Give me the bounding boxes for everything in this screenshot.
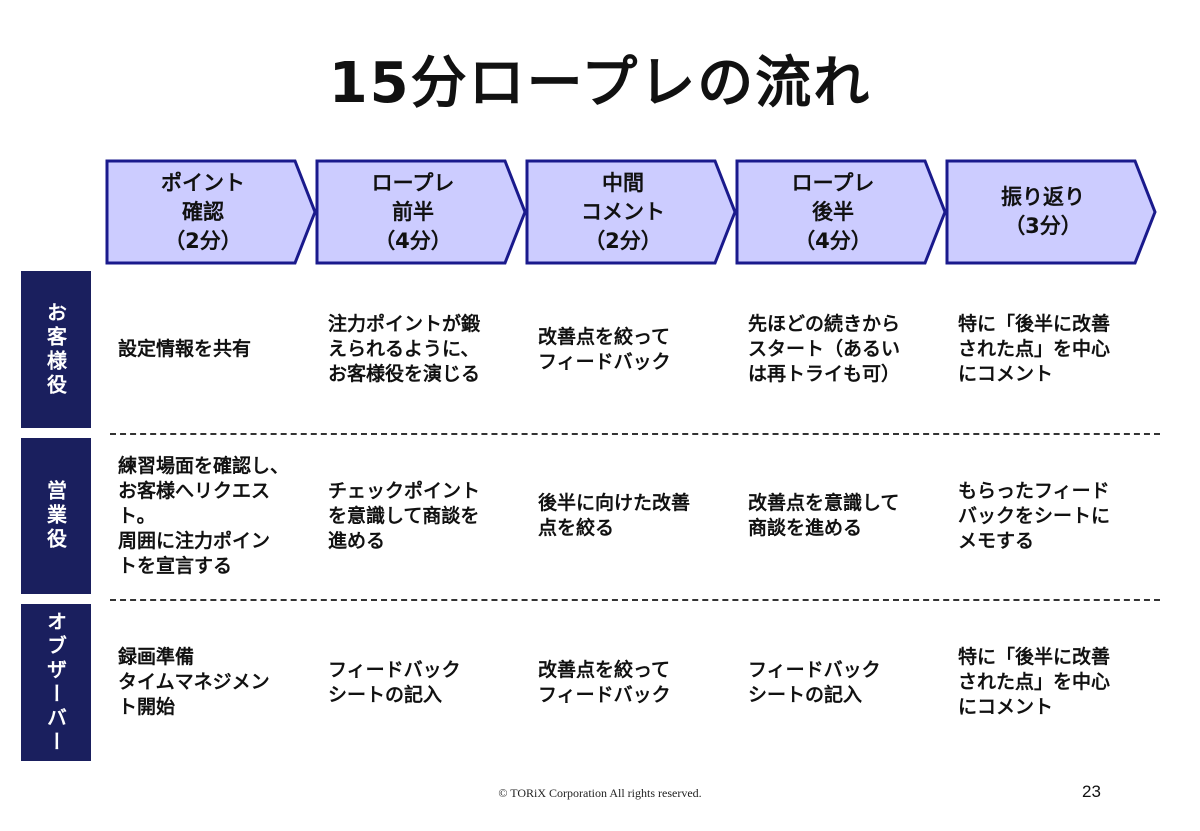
cell-observer-roleplay-second: フィードバック シートの記入	[748, 658, 881, 706]
arrow-shape	[735, 159, 947, 265]
role-customer: お客様役	[21, 271, 91, 428]
row-divider	[110, 433, 1160, 435]
role-observer: オブザーバー	[21, 604, 91, 761]
phase-arrow-roleplay-first: ロープレ 前半 （4分）	[315, 158, 531, 266]
cell-observer-mid-comment: 改善点を絞って フィードバック	[538, 658, 671, 706]
cell-sales-roleplay-second: 改善点を意識して 商談を進める	[748, 492, 900, 539]
phase-arrow-point-check: ポイント 確認 （2分）	[105, 158, 321, 266]
cell-sales-review: もらったフィード バックをシートに メモする	[958, 479, 1111, 552]
arrow-shape	[525, 159, 737, 265]
cell-customer-mid-comment: 改善点を絞って フィードバック	[538, 325, 671, 373]
role-label: オブザーバー	[43, 610, 68, 755]
cell-sales-point-check: 練習場面を確認し、 お客様へリクエス ト。 周囲に注力ポイン トを宣言する	[118, 454, 290, 577]
phase-arrow-roleplay-second: ロープレ 後半 （4分）	[735, 158, 951, 266]
phase-label: 振り返り （3分）	[1001, 185, 1085, 238]
phase-label: ロープレ 後半 （4分）	[791, 170, 875, 253]
row-divider	[110, 599, 1160, 601]
phase-label: ロープレ 前半 （4分）	[371, 170, 455, 253]
role-sales: 営業役	[21, 438, 91, 594]
cell-observer-point-check: 録画準備 タイムマネジメン ト開始	[118, 646, 270, 718]
phase-arrow-review: 振り返り （3分）	[945, 158, 1161, 266]
copyright-footer: © TORiX Corporation All rights reserved.	[498, 786, 702, 800]
cell-customer-roleplay-first: 注力ポイントが鍛 えられるように、 お客様役を演じる	[328, 313, 481, 385]
cell-observer-review: 特に「後半に改善 された点」を中心 にコメント	[958, 646, 1111, 718]
arrow-shape	[945, 159, 1157, 265]
phase-label: 中間 コメント （2分）	[581, 170, 665, 253]
role-label: お客様役	[43, 301, 68, 398]
arrow-shape	[315, 159, 527, 265]
page-number: 23	[1082, 782, 1101, 801]
page-title: 15分ロープレの流れ	[328, 51, 872, 116]
role-label: 営業役	[43, 480, 68, 552]
arrow-shape	[105, 159, 317, 265]
cell-customer-point-check: 設定情報を共有	[118, 338, 252, 360]
phase-label: ポイント 確認 （2分）	[161, 170, 245, 253]
phase-arrow-mid-comment: 中間 コメント （2分）	[525, 158, 741, 266]
cell-sales-mid-comment: 後半に向けた改善 点を絞る	[538, 492, 691, 539]
cell-observer-roleplay-first: フィードバック シートの記入	[328, 658, 461, 706]
cell-customer-review: 特に「後半に改善 された点」を中心 にコメント	[958, 313, 1111, 385]
cell-customer-roleplay-second: 先ほどの続きから スタート（あるい は再トライも可）	[748, 313, 901, 385]
cell-sales-roleplay-first: チェックポイント を意識して商談を 進める	[328, 479, 481, 552]
